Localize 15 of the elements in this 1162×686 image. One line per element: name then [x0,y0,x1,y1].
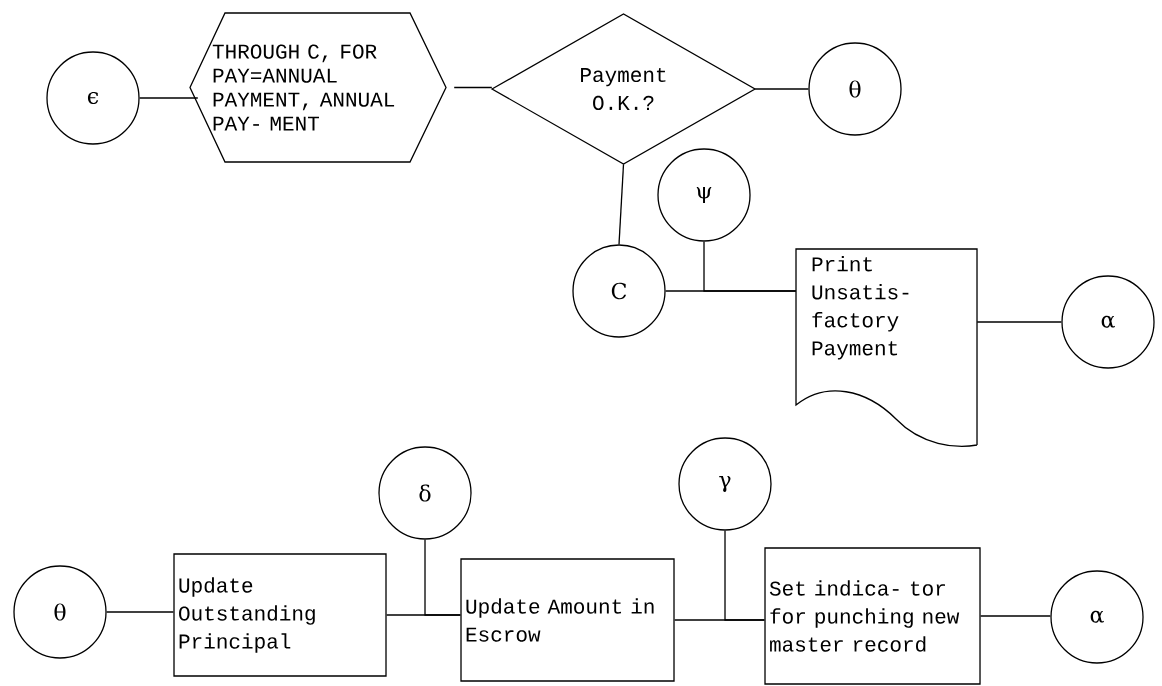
connector-line [424,539,461,616]
process-box: Set indica- tor for punching new master record [764,547,981,685]
connector-line [980,615,1051,617]
connector-line [724,530,765,621]
connector-line [106,611,174,613]
process-box: Update Amount in Escrow [460,558,675,682]
connector-line [754,88,809,90]
connector-line [703,241,797,292]
connector-line [618,163,625,245]
document-shape: Print Unsatis- factory Payment [795,248,978,447]
process-box: Update Outstanding Principal [173,553,387,677]
connector-line [976,321,1062,323]
connector-line [453,86,493,89]
preparation-hexagon: THROUGH C, FOR PAY=ANNUAL PAYMENT, ANNUAL PAY- MENT [189,12,447,163]
connector-line [139,97,199,99]
